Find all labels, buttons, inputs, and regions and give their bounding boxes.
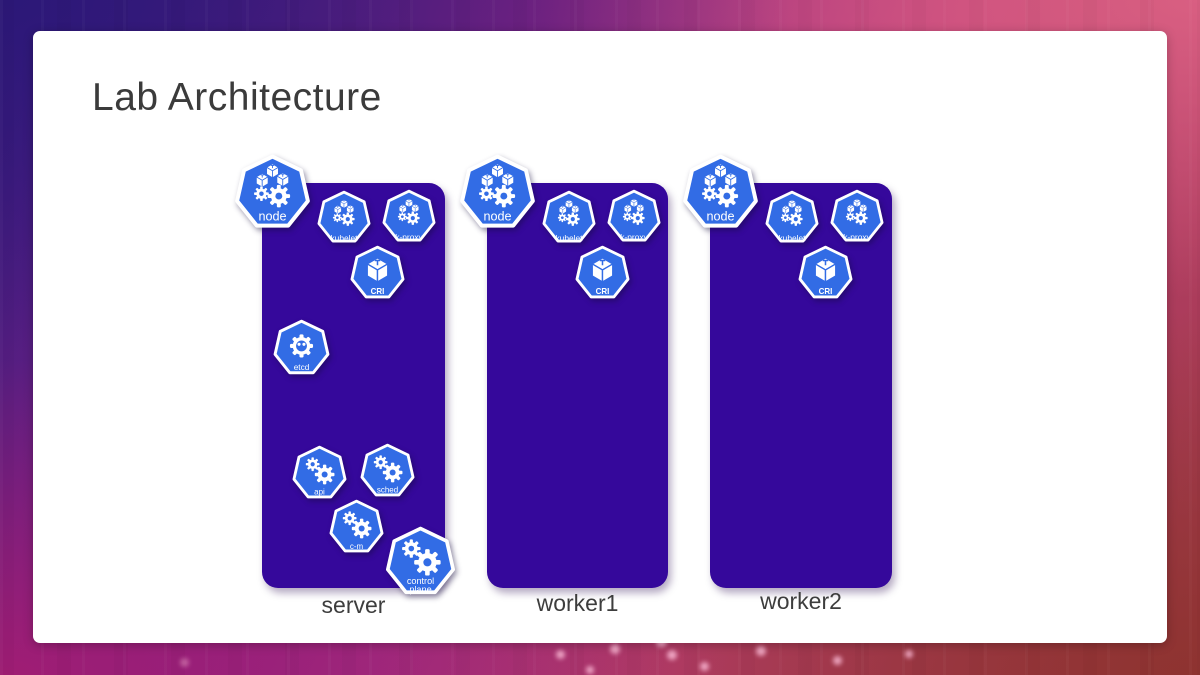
cluster-block-worker1 (487, 183, 668, 588)
kube-proxy-icon: k-proxy (607, 189, 661, 242)
icon-label: node (258, 210, 286, 224)
cluster-label-worker2: worker2 (760, 588, 842, 614)
icon-label: c-m (350, 542, 364, 551)
cluster-label-server: server (321, 592, 386, 618)
kubernetes-node-icon: node (683, 154, 758, 228)
background-led-dot (667, 650, 677, 660)
background-led-dot (700, 662, 709, 671)
icon-label: node (706, 210, 734, 224)
icon-label: plane (409, 585, 431, 595)
cri-icon: CRI (575, 245, 630, 299)
background-led-dot (180, 658, 189, 667)
background-led-dot (556, 650, 565, 659)
kubelet-icon: kubelet (542, 190, 596, 243)
controller-manager-icon: c-m (329, 499, 384, 553)
icon-label: k-proxy (395, 232, 423, 242)
background-led-dot (905, 650, 913, 658)
kubernetes-node-icon: node (235, 154, 310, 228)
icon-label: kubelet (555, 233, 583, 243)
icon-label: CRI (371, 287, 385, 296)
icon-label: etcd (294, 363, 310, 372)
cluster-block-worker2 (710, 183, 892, 588)
scheduler-icon: sched (360, 443, 415, 497)
background-led-dot (610, 644, 620, 654)
icon-label: sched (377, 485, 398, 494)
icon-label: control (407, 576, 434, 586)
etcd-icon: etcd (273, 319, 330, 375)
icon-label: kubelet (330, 233, 358, 243)
cri-icon: CRI (350, 245, 405, 299)
icon-label: k-proxy (843, 232, 871, 242)
api-server-icon: api (292, 445, 347, 499)
cri-icon: CRI (798, 245, 853, 299)
icon-label: CRI (596, 287, 610, 296)
kubelet-icon: kubelet (765, 190, 819, 243)
page-title: Lab Architecture (92, 76, 382, 119)
icon-label: kubelet (778, 233, 806, 243)
kubernetes-node-icon: node (460, 154, 535, 228)
cluster-label-worker1: worker1 (536, 590, 619, 616)
background-led-dot (756, 646, 766, 656)
background-led-dot (833, 656, 842, 665)
icon-label: k-proxy (620, 232, 648, 242)
icon-label: api (314, 487, 325, 496)
control-plane-icon: control plane (385, 526, 456, 595)
background-led-dot (586, 666, 594, 674)
icon-label: CRI (819, 287, 833, 296)
kube-proxy-icon: k-proxy (830, 189, 884, 242)
icon-label: node (483, 210, 511, 224)
kube-proxy-icon: k-proxy (382, 189, 436, 242)
kubelet-icon: kubelet (317, 190, 371, 243)
